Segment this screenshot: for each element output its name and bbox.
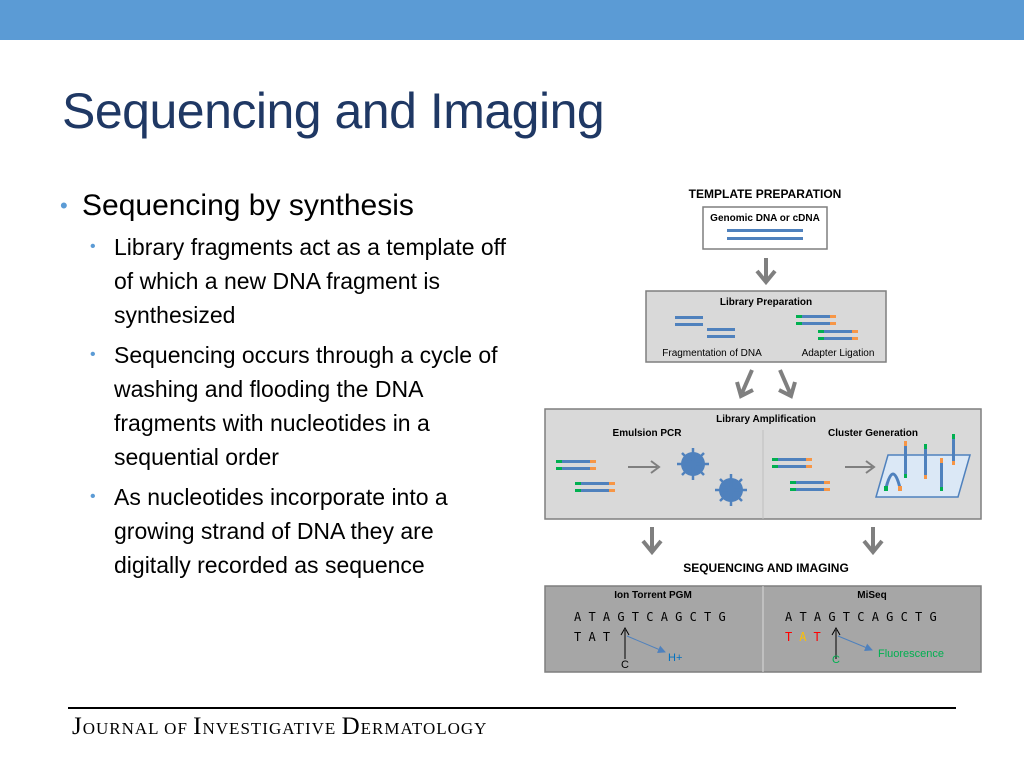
- down-arrow-icon: [755, 258, 777, 286]
- dna-fragment: [824, 337, 852, 340]
- miseq-signal: Fluorescence: [878, 648, 944, 660]
- slide-title: Sequencing and Imaging: [62, 83, 605, 139]
- library-amplification-label: Library Amplification: [716, 414, 816, 425]
- down-arrow-icon: [735, 369, 754, 399]
- dna-fragment: [802, 315, 830, 318]
- adapter-green: [818, 330, 824, 333]
- template-preparation-label: TEMPLATE PREPARATION: [689, 187, 842, 201]
- footer-divider: [68, 707, 956, 709]
- fragmentation-label: Fragmentation of DNA: [662, 348, 762, 359]
- miseq-read-base: A: [799, 630, 807, 644]
- miseq-template-sequence: A T A G T C A G C T G: [785, 610, 937, 624]
- arrow-head: [650, 460, 661, 474]
- sequencing-imaging-label: SEQUENCING AND IMAGING: [683, 561, 849, 575]
- down-arrow-icon: [641, 527, 663, 556]
- down-arrow-icon: [862, 527, 884, 556]
- ion-signal: H+: [668, 652, 682, 664]
- emulsion-pcr-label: Emulsion PCR: [613, 428, 683, 439]
- dna-fragment: [675, 323, 703, 326]
- library-preparation-box: [645, 290, 887, 363]
- adapter-orange: [830, 315, 836, 318]
- adapter-green: [796, 315, 802, 318]
- arrow-head: [865, 460, 876, 474]
- sequencing-workflow-diagram: TEMPLATE PREPARATION Genomic DNA or cDNA…: [544, 187, 982, 673]
- adapter-orange: [830, 322, 836, 325]
- miseq-label: MiSeq: [857, 590, 886, 601]
- adapter-fragments: [772, 458, 830, 491]
- signal-arrow: [837, 635, 873, 652]
- sub-bullet: Library fragments act as a template off …: [90, 230, 510, 332]
- up-arrow-icon: [620, 626, 630, 659]
- miseq-read-base: T: [785, 630, 792, 644]
- bullet-list: Sequencing by synthesis Library fragment…: [60, 188, 510, 588]
- miseq-nucleotide: C: [832, 654, 840, 666]
- dna-fragment: [707, 328, 735, 331]
- adapter-ligation-label: Adapter Ligation: [802, 348, 875, 359]
- header-bar: [0, 0, 1024, 40]
- ion-template-sequence: A T A G T C A G C T G: [574, 610, 726, 624]
- genomic-dna-label: Genomic DNA or cDNA: [710, 213, 820, 224]
- dna-fragment: [824, 330, 852, 333]
- dna-fragment: [802, 322, 830, 325]
- miseq-read-base: T: [813, 630, 820, 644]
- sub-bullet: As nucleotides incorporate into a growin…: [90, 480, 510, 582]
- adapter-green: [796, 322, 802, 325]
- bullet-main: Sequencing by synthesis: [60, 188, 510, 224]
- bead-icon: [715, 474, 747, 506]
- ion-read-sequence: T A T: [574, 630, 610, 644]
- bead-icon: [677, 448, 709, 480]
- cluster-generation-label: Cluster Generation: [828, 428, 918, 439]
- dna-fragment: [707, 335, 735, 338]
- journal-name: JOURNAL OF INVESTIGATIVE DERMATOLOGY: [72, 713, 488, 740]
- signal-arrow: [626, 635, 666, 653]
- dna-fragment: [675, 316, 703, 319]
- sub-bullet-list: Library fragments act as a template off …: [60, 230, 510, 582]
- adapter-orange: [852, 337, 858, 340]
- up-arrow-icon: [831, 626, 841, 659]
- flow-cell-icon: [875, 434, 971, 498]
- sub-bullet: Sequencing occurs through a cycle of was…: [90, 338, 510, 474]
- genomic-dna-box: [702, 206, 828, 250]
- dna-strand: [727, 229, 803, 232]
- adapter-fragments: [556, 460, 615, 492]
- adapter-orange: [852, 330, 858, 333]
- down-arrow-icon: [778, 369, 797, 399]
- library-preparation-label: Library Preparation: [720, 297, 812, 308]
- adapter-green: [818, 337, 824, 340]
- ion-torrent-label: Ion Torrent PGM: [614, 590, 692, 601]
- ion-nucleotide: C: [621, 659, 629, 671]
- dna-strand: [727, 237, 803, 240]
